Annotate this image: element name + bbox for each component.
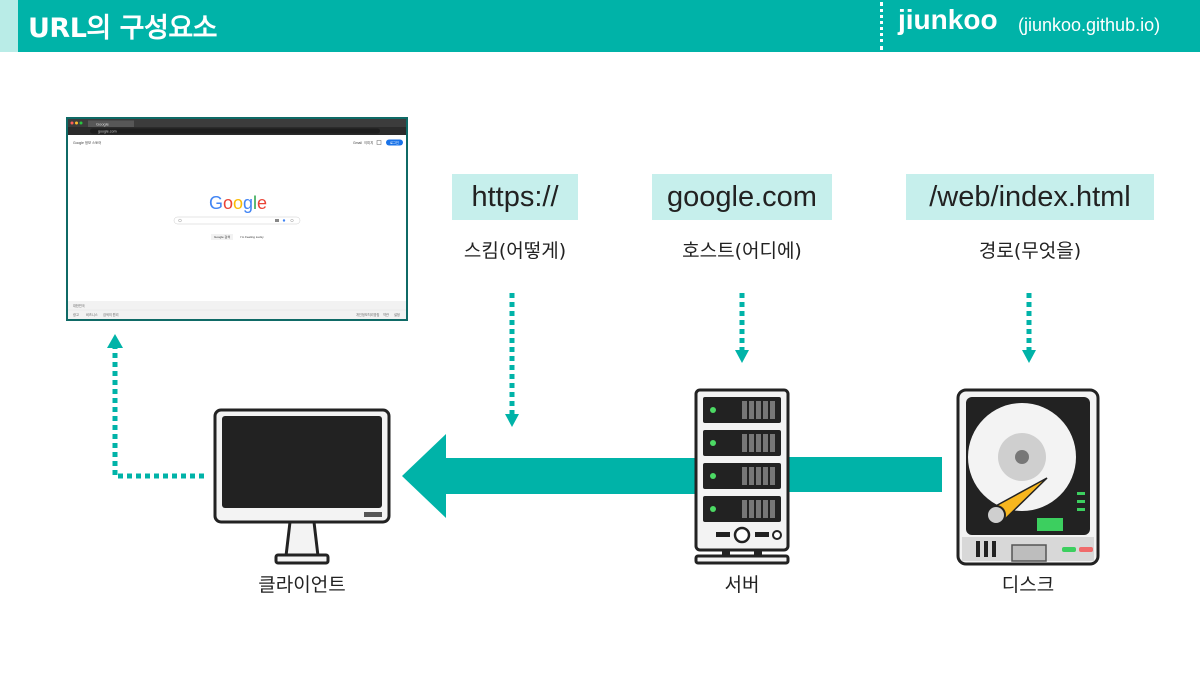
signin-button-label: 로그인 xyxy=(390,140,399,145)
footer-link-settings: 설정 xyxy=(394,312,400,317)
footer-link-business: 비즈니스 xyxy=(86,312,98,317)
flow-arrow-head xyxy=(402,434,446,518)
address-bar-text: google.com xyxy=(98,130,117,134)
power-button-icon xyxy=(733,526,751,544)
scheme-arrow-head-icon xyxy=(505,414,519,427)
close-dot-icon xyxy=(70,121,74,125)
apps-grid-icon xyxy=(376,140,382,145)
signin-button-shape xyxy=(386,139,403,146)
server-foot xyxy=(754,550,762,558)
server-unit xyxy=(703,430,781,456)
usb-port-icon xyxy=(755,532,769,537)
url-part-scheme: https:// xyxy=(452,174,578,220)
monitor-screen xyxy=(222,416,382,508)
google-logo: Google xyxy=(209,193,267,213)
disk-chip xyxy=(1037,518,1063,531)
footer-link-privacy: 개인정보처리방침 xyxy=(356,312,380,317)
keyboard-icon xyxy=(275,219,279,222)
monitor-base xyxy=(274,553,330,565)
hard-disk-icon xyxy=(956,388,1100,566)
server-label: 서버 xyxy=(724,574,760,596)
usb-port-icon xyxy=(716,532,730,537)
up-arrow-head-icon xyxy=(107,334,123,348)
search-button-shape xyxy=(211,234,233,240)
images-link: 이미지 xyxy=(364,140,373,145)
minimize-dot-icon xyxy=(75,121,78,125)
disk-arm-pivot xyxy=(986,505,1006,525)
monitor-neck xyxy=(284,520,320,558)
lens-icon xyxy=(290,218,294,222)
audio-port-icon xyxy=(772,530,782,540)
address-bar xyxy=(90,128,380,134)
server-icon xyxy=(694,388,790,565)
header-accent-strip xyxy=(0,0,18,52)
brand-name: jiunkoo xyxy=(898,4,998,35)
client-to-browser-arrow xyxy=(112,347,204,479)
disk-power-connector xyxy=(1011,544,1047,562)
about-link: Google 정보 xyxy=(73,140,91,145)
disk-pin xyxy=(976,541,980,557)
disk-status-led-red xyxy=(1079,547,1093,552)
browser-tab-strip xyxy=(68,119,406,127)
disk-status-led-green xyxy=(1062,547,1076,552)
country-label: 대한민국 xyxy=(73,303,85,308)
lucky-button-label: I'm Feeling Lucky xyxy=(240,235,264,239)
disk-pin xyxy=(984,541,988,557)
url-part-host: google.com xyxy=(652,174,832,220)
search-box xyxy=(173,216,301,225)
server-unit xyxy=(703,397,781,423)
server-base xyxy=(694,554,790,565)
path-arrow-head-icon xyxy=(1022,350,1036,363)
server-unit xyxy=(703,496,781,522)
monitor-button xyxy=(364,512,382,517)
browser-tab-title: Google xyxy=(96,122,110,127)
disk-indicator xyxy=(1077,500,1085,503)
flow-arrow-body xyxy=(445,458,695,494)
url-desc-host: 호스트(어디에) xyxy=(682,240,802,262)
host-arrow-head-icon xyxy=(735,350,749,363)
maximize-dot-icon xyxy=(79,121,83,125)
disk-indicator xyxy=(1077,492,1085,495)
footer-link-ads: 광고 xyxy=(73,312,79,317)
flow-arrow-body-right xyxy=(788,457,942,492)
footer-link-how-search: 검색의 원리 xyxy=(103,312,119,317)
monitor-icon xyxy=(213,408,391,565)
disk-indicator xyxy=(1077,508,1085,511)
browser-window: Google google.com Google 정보 스토어 Gmail 이미… xyxy=(66,117,408,321)
browser-render: Google google.com Google 정보 스토어 Gmail 이미… xyxy=(68,119,406,319)
browser-tab xyxy=(88,120,134,127)
header-bar: URL의 구성요소 jiunkoo (jiunkoo.github.io) xyxy=(0,0,1200,52)
disk-spindle xyxy=(1015,450,1029,464)
footer-link-terms: 약관 xyxy=(383,312,389,317)
store-link: 스토어 xyxy=(92,140,101,145)
url-desc-path: 경로(무엇을) xyxy=(978,240,1082,262)
header-divider xyxy=(880,2,883,50)
page-title: URL의 구성요소 xyxy=(28,13,218,44)
url-part-path: /web/index.html xyxy=(906,174,1154,220)
disk-pin xyxy=(992,541,996,557)
server-foot xyxy=(722,550,730,558)
gmail-link: Gmail xyxy=(353,141,362,145)
mic-icon xyxy=(282,219,286,222)
client-label: 클라이언트 xyxy=(258,574,346,596)
search-icon xyxy=(178,218,182,223)
search-button-label: Google 검색 xyxy=(214,234,230,239)
server-unit xyxy=(703,463,781,489)
url-desc-scheme: 스킴(어떻게) xyxy=(463,240,567,262)
disk-label: 디스크 xyxy=(1001,574,1055,596)
brand-url: (jiunkoo.github.io) xyxy=(1018,15,1161,35)
